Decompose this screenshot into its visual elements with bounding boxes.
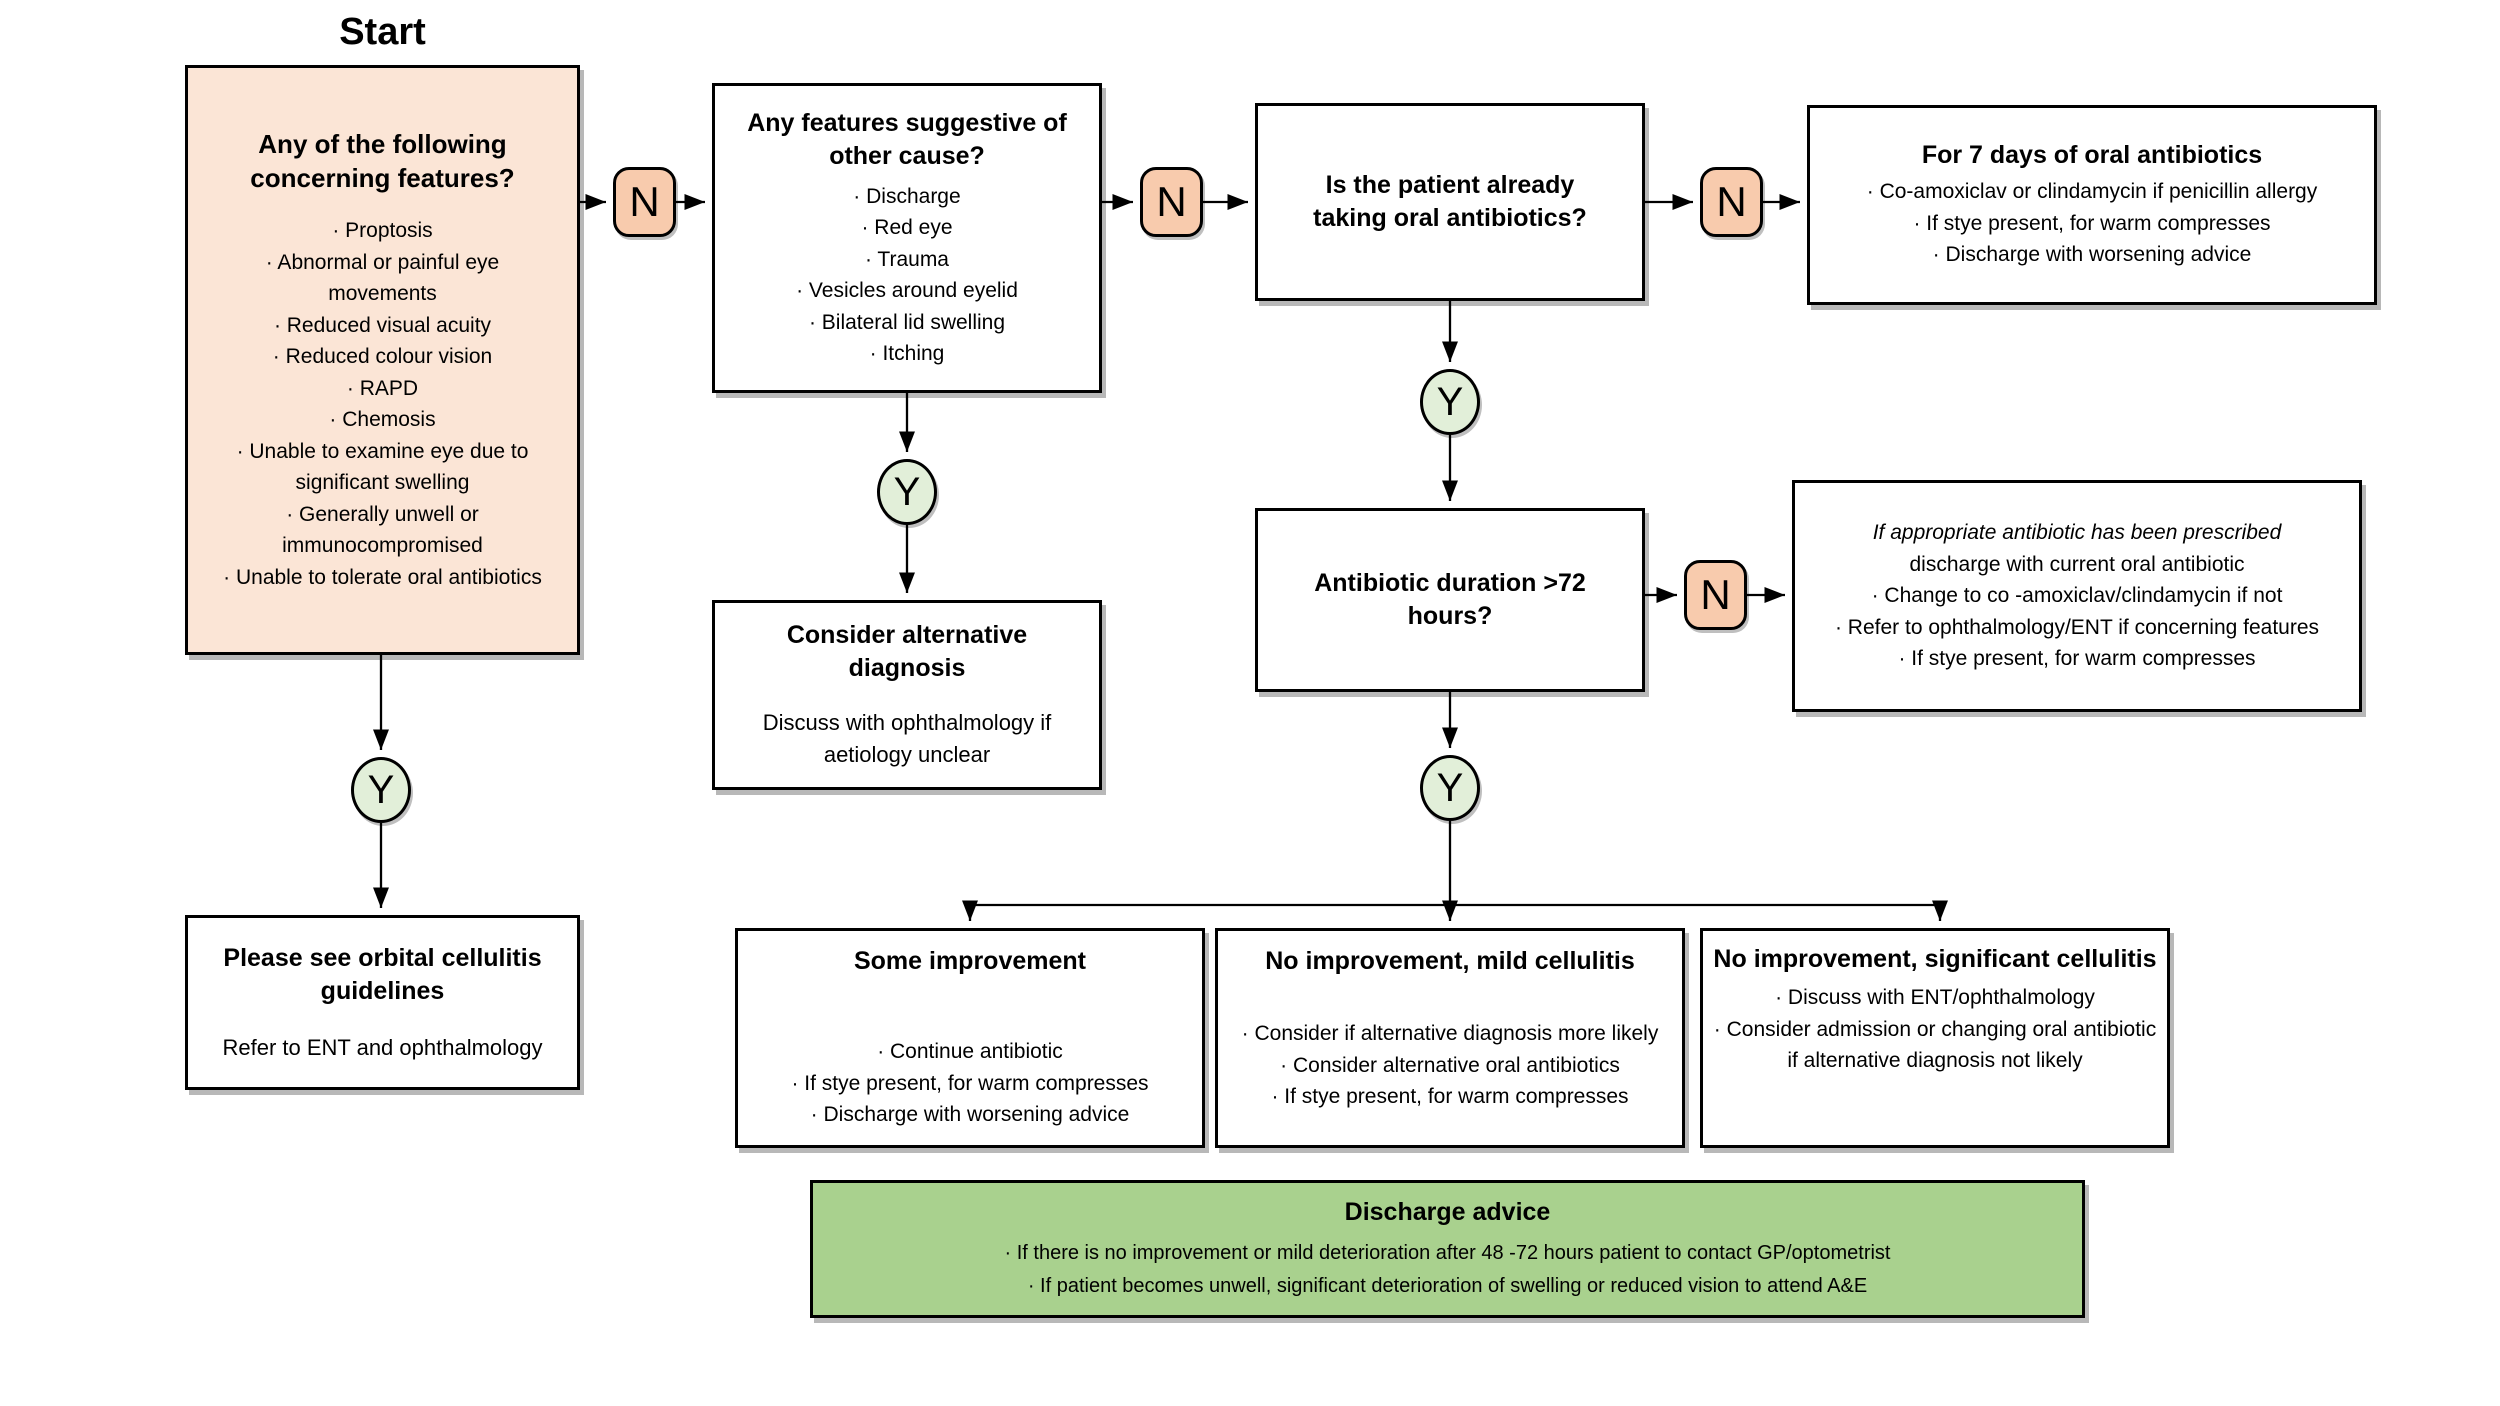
node-title: No improvement, mild cellulitis [1265,947,1635,975]
bullet-item: · Consider alternative oral antibiotics [1280,1053,1620,1077]
bullet-item: · Continue antibiotic [877,1040,1063,1063]
bullet-item: · If there is no improvement or mild det… [1004,1241,1891,1264]
node-no-improvement-significant: No improvement, significant cellulitis ·… [1700,928,2170,1148]
bullet-list: · If there is no improvement or mild det… [1005,1237,1891,1303]
bullet-item: · Bilateral lid swelling [808,310,1006,334]
bullet-item: · If stye present, for warm compresses [1913,211,2271,235]
node-title: Discharge advice [1344,1197,1551,1226]
bullet-list: · Discuss with ENT/ophthalmology · Consi… [1713,982,2157,1077]
bullet-item: · Consider if alternative diagnosis more… [1241,1022,1659,1045]
bullet-item: · Red eye [861,216,953,239]
node-antibiotic-duration: Antibiotic duration >72 hours? [1255,508,1645,692]
bullet-item: · Trauma [864,247,949,271]
decision-no-badge-2: N [1140,167,1203,237]
bullet-item: · Unable to examine eye due to significa… [236,439,529,495]
node-title: For 7 days of oral antibiotics [1921,141,2263,170]
bullet-item: · Change to co -amoxiclav/clindamycin if… [1871,584,2283,608]
bullet-item: · If patient becomes unwell, significant… [1027,1274,1868,1297]
bullet-item: · RAPD [346,376,419,400]
node-no-improvement-mild: No improvement, mild cellulitis · Consid… [1215,928,1685,1148]
decision-no-badge-1: N [613,167,676,237]
node-title: Any features suggestive of other cause? [747,108,1067,170]
bullet-item: · Refer to ophthalmology/ENT if concerni… [1834,615,2320,639]
node-other-cause: Any features suggestive of other cause? … [712,83,1102,393]
node-title: Antibiotic duration >72 hours? [1314,569,1586,630]
bullet-item: · If stye present, for warm compresses [1898,647,2256,671]
bullet-item: · Itching [869,342,945,365]
bullet-item: · Consider admission or changing oral an… [1713,1017,2157,1073]
node-orbital-cellulitis: Please see orbital cellulitis guidelines… [185,915,580,1090]
bullet-item: · Reduced colour vision [272,345,493,369]
bullet-item: · Discharge [853,184,961,208]
bullet-list: · Discharge · Red eye · Trauma · Vesicle… [796,181,1018,370]
node-discharge-advice: Discharge advice · If there is no improv… [810,1180,2085,1318]
bullet-item: · Co-amoxiclav or clindamycin if penicil… [1866,180,2318,204]
node-alternative-diagnosis: Consider alternative diagnosis Discuss w… [712,600,1102,790]
decision-yes-badge-3: Y [1420,755,1480,821]
bullet-item: · Vesicles around eyelid [796,279,1018,302]
decision-yes-badge-1: Y [877,459,937,525]
decision-yes-badge-4: Y [351,757,411,823]
bullet-list: · Co-amoxiclav or clindamycin if penicil… [1867,176,2318,271]
bullet-item: · If stye present, for warm compresses [1271,1085,1629,1108]
node-seven-days-antibiotics: For 7 days of oral antibiotics · Co-amox… [1807,105,2377,305]
bullet-item: · If stye present, for warm compresses [791,1071,1149,1095]
decision-no-badge-3: N [1700,167,1763,237]
bullet-item: · Discharge with worsening advice [1932,243,2252,267]
node-some-improvement: Some improvement · Continue antibiotic ·… [735,928,1205,1148]
lead-line: discharge with current oral antibiotic [1909,552,2245,576]
bullet-item: · Reduced visual acuity [273,313,492,337]
bullet-item: · Unable to tolerate oral antibiotics [223,565,542,589]
node-title: Consider alternative diagnosis [786,621,1028,683]
bullet-item: · Proptosis [332,219,433,243]
bullet-item: · Abnormal or painful eye movements [265,250,500,306]
node-concerning-features: Any of the following concerning features… [185,65,580,655]
node-title: Is the patient already taking oral antib… [1313,171,1587,232]
bullet-item: · Discuss with ENT/ophthalmology [1775,986,2095,1009]
bullet-item: · Discharge with worsening advice [810,1103,1130,1126]
bullet-list: · Proptosis · Abnormal or painful eye mo… [216,215,549,593]
bullet-list: · Consider if alternative diagnosis more… [1242,1018,1659,1113]
node-title: Some improvement [853,947,1086,975]
lead-italic: If appropriate antibiotic has been presc… [1872,521,2282,545]
bullet-list: If appropriate antibiotic has been presc… [1835,517,2319,675]
decision-yes-badge-2: Y [1420,369,1480,435]
node-taking-antibiotics: Is the patient already taking oral antib… [1255,103,1645,301]
bullet-item: · Chemosis [329,408,436,432]
node-appropriate-antibiotic: If appropriate antibiotic has been presc… [1792,480,2362,712]
node-title: No improvement, significant cellulitis [1713,945,2157,973]
node-body: Refer to ENT and ophthalmology [222,1034,543,1060]
bullet-list: · Continue antibiotic · If stye present,… [791,1036,1148,1131]
start-label: Start [339,11,426,53]
node-body: Discuss with ophthalmology if aetiology … [762,710,1052,767]
node-title: Any of the following concerning features… [250,128,515,193]
node-title: Please see orbital cellulitis guidelines [223,943,542,1005]
decision-no-badge-4: N [1684,560,1747,630]
bullet-item: · Generally unwell or immunocompromised [282,502,483,558]
